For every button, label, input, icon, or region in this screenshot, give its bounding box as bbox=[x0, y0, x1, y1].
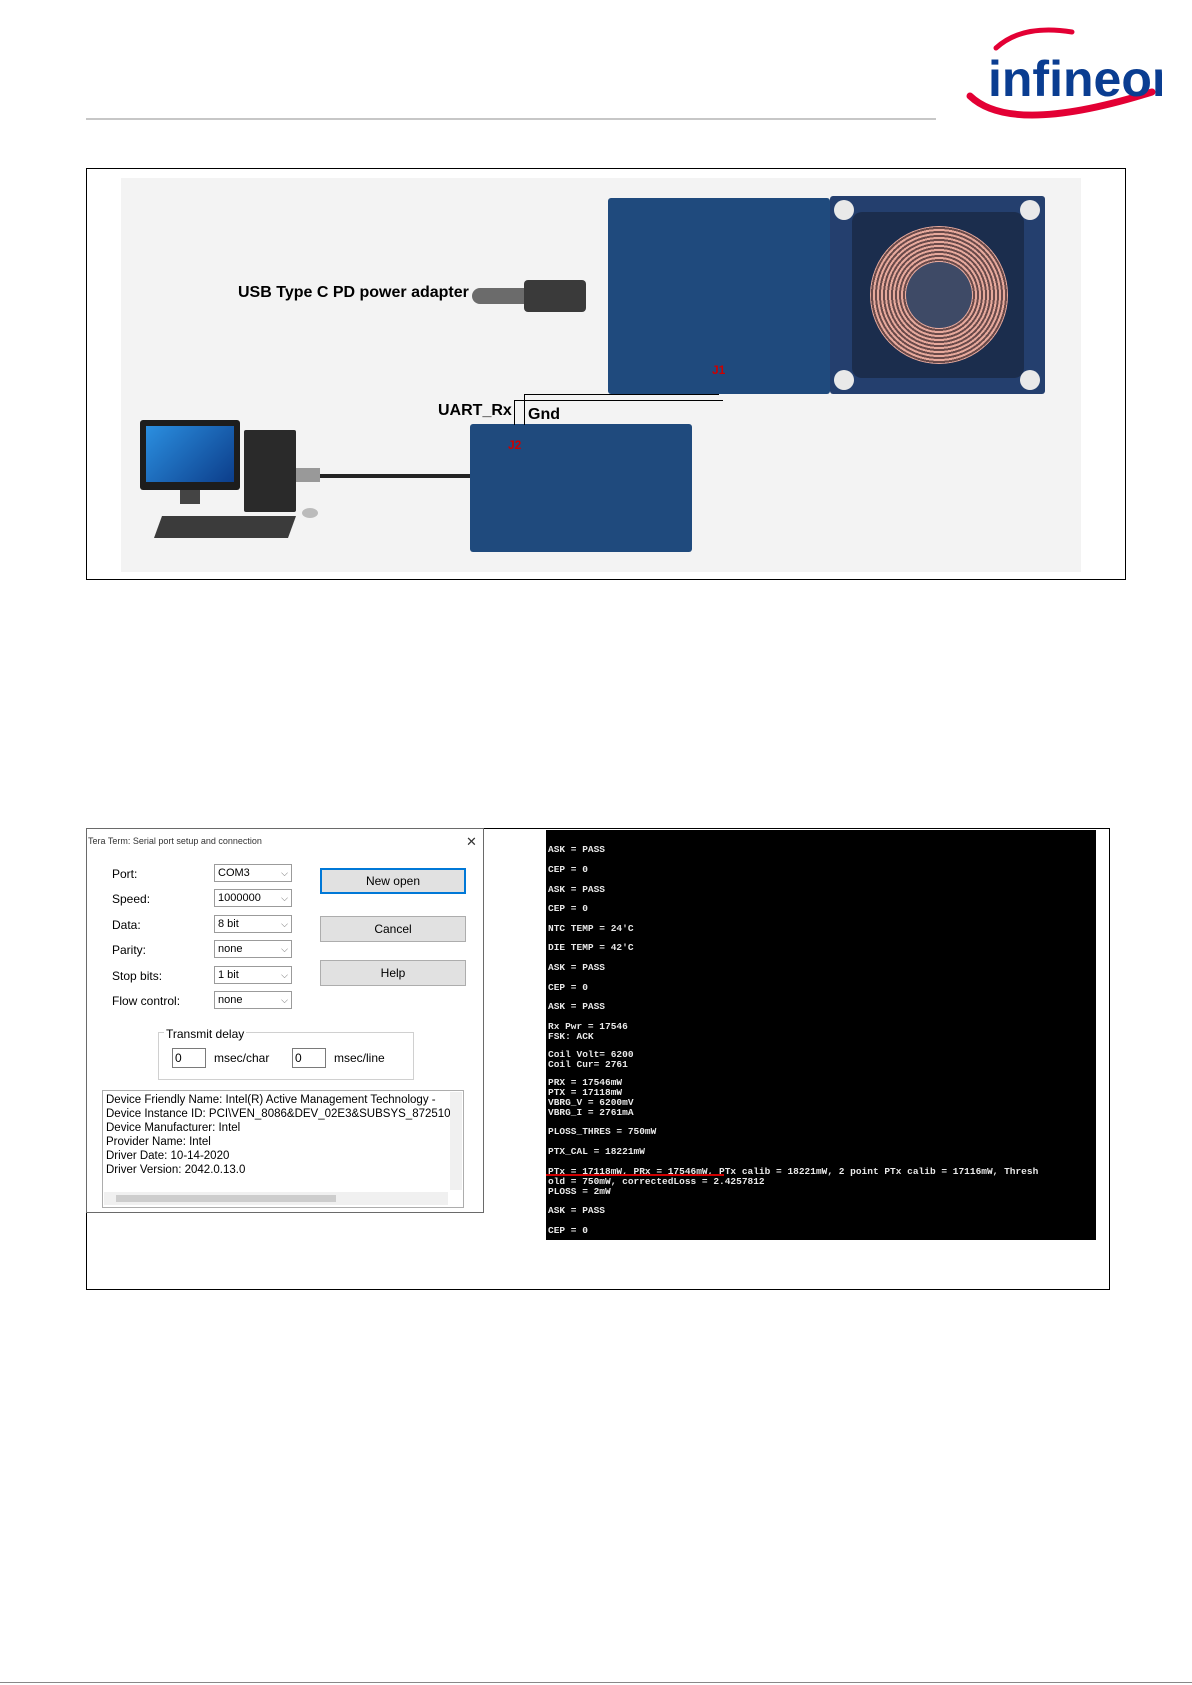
parity-label: Parity: bbox=[112, 943, 147, 957]
usb-c-plug bbox=[524, 280, 586, 312]
cancel-button[interactable]: Cancel bbox=[320, 916, 466, 942]
console-line: PTX_CAL = 18221mW bbox=[548, 1146, 645, 1157]
uart-wire bbox=[514, 400, 723, 425]
j1-label: J1 bbox=[712, 363, 726, 377]
info-line: Device Instance ID: PCI\VEN_8086&DEV_02E… bbox=[106, 1108, 457, 1120]
coil-center bbox=[906, 262, 972, 328]
chevron-down-icon: ⌵ bbox=[281, 919, 288, 929]
speed-select[interactable]: 1000000 ⌵ bbox=[214, 889, 292, 907]
chevron-down-icon: ⌵ bbox=[281, 944, 288, 954]
transmit-delay-title: Transmit delay bbox=[164, 1027, 247, 1041]
scrollbar-thumb[interactable] bbox=[116, 1195, 336, 1202]
info-line: Driver Date: 10-14-2020 bbox=[106, 1150, 230, 1162]
transmitter-board bbox=[608, 198, 830, 394]
board-corner bbox=[1020, 370, 1040, 390]
msec-line-input[interactable]: 0 bbox=[292, 1048, 326, 1068]
close-icon[interactable]: ✕ bbox=[466, 834, 477, 849]
speed-label: Speed: bbox=[112, 892, 151, 906]
info-line: Driver Version: 2042.0.13.0 bbox=[106, 1164, 246, 1176]
gnd-label: Gnd bbox=[528, 406, 560, 423]
console-line: PTX = 17118mW bbox=[548, 1087, 623, 1098]
pc-tower bbox=[244, 430, 296, 512]
dialog-title: Tera Term: Serial port setup and connect… bbox=[88, 836, 262, 846]
console-line: NTC TEMP = 24'C bbox=[548, 923, 634, 934]
info-line: Device Manufacturer: Intel bbox=[106, 1122, 241, 1134]
console-line: CEP = 0 bbox=[548, 864, 588, 875]
device-info-box[interactable]: Device Friendly Name: Intel(R) Active Ma… bbox=[102, 1090, 464, 1208]
console-line: VBRG_V = 6200mV bbox=[548, 1097, 634, 1108]
flow-control-select[interactable]: none ⌵ bbox=[214, 991, 292, 1009]
pc-screen bbox=[146, 426, 234, 482]
console-line: PLOSS = 2mW bbox=[548, 1186, 611, 1197]
chevron-down-icon: ⌵ bbox=[281, 893, 288, 903]
board-corner bbox=[834, 200, 854, 220]
console-line: Coil Volt= 6200 bbox=[548, 1049, 634, 1060]
console-line: Coil Cur= 2761 bbox=[548, 1059, 628, 1070]
j2-label: J2 bbox=[508, 438, 522, 452]
monitor-stand bbox=[180, 490, 200, 504]
info-line: Device Friendly Name: Intel(R) Active Ma… bbox=[106, 1094, 436, 1106]
terminal-console: ASK = PASS CEP = 0 ASK = PASS CEP = 0 NT… bbox=[546, 830, 1096, 1240]
console-line: PLOSS_THRES = 750mW bbox=[548, 1126, 657, 1137]
pc-usb-cable bbox=[310, 474, 470, 478]
board-corner bbox=[1020, 200, 1040, 220]
parity-select[interactable]: none ⌵ bbox=[214, 940, 292, 958]
parity-value: none bbox=[218, 943, 243, 955]
console-line: FSK: ACK bbox=[548, 1031, 594, 1042]
help-button[interactable]: Help bbox=[320, 960, 466, 986]
gnd-wire bbox=[524, 394, 719, 425]
footer-rule bbox=[0, 1682, 1192, 1683]
mouse bbox=[302, 508, 318, 518]
board-corner bbox=[834, 370, 854, 390]
port-value: COM3 bbox=[218, 867, 250, 879]
flow-control-label: Flow control: bbox=[112, 994, 181, 1008]
data-label: Data: bbox=[112, 918, 141, 932]
figure-hardware-setup bbox=[86, 168, 1126, 580]
port-select[interactable]: COM3 ⌵ bbox=[214, 864, 292, 882]
infineon-logo: infineon bbox=[966, 27, 1162, 119]
msec-char-input[interactable]: 0 bbox=[172, 1048, 206, 1068]
data-select[interactable]: 8 bit ⌵ bbox=[214, 915, 292, 933]
msec-line-label: msec/line bbox=[334, 1051, 385, 1065]
vertical-scrollbar[interactable] bbox=[450, 1092, 462, 1190]
console-line: ASK = PASS bbox=[548, 1205, 606, 1216]
chevron-down-icon: ⌵ bbox=[281, 868, 288, 878]
header-rule bbox=[86, 118, 936, 120]
console-line: DIE TEMP = 42'C bbox=[548, 942, 634, 953]
usb-a-plug bbox=[296, 468, 320, 482]
highlight-underline bbox=[546, 1174, 724, 1176]
console-line: CEP = 0 bbox=[548, 903, 588, 914]
data-value: 8 bit bbox=[218, 918, 239, 930]
new-open-button[interactable]: New open bbox=[320, 868, 466, 894]
flow-control-value: none bbox=[218, 994, 243, 1006]
stop-bits-label: Stop bits: bbox=[112, 969, 163, 983]
console-line: CEP = 0 bbox=[548, 982, 588, 993]
keyboard bbox=[153, 516, 297, 538]
usb-adapter-label: USB Type C PD power adapter bbox=[238, 284, 469, 301]
transmit-delay-group bbox=[158, 1032, 414, 1080]
console-line: old = 750mW, correctedLoss = 2.4257812 bbox=[548, 1176, 765, 1187]
stop-bits-value: 1 bit bbox=[218, 969, 239, 981]
stop-bits-select[interactable]: 1 bit ⌵ bbox=[214, 966, 292, 984]
console-line: ASK = PASS bbox=[548, 1001, 606, 1012]
port-label: Port: bbox=[112, 867, 138, 881]
console-line: CEP = 0 bbox=[548, 1225, 588, 1236]
uart-rx-label: UART_Rx bbox=[438, 402, 512, 419]
usb-dongle-board bbox=[470, 424, 692, 552]
chevron-down-icon: ⌵ bbox=[281, 995, 288, 1005]
console-line: PRX = 17546mW bbox=[548, 1077, 623, 1088]
chevron-down-icon: ⌵ bbox=[281, 970, 288, 980]
console-line: ASK = PASS bbox=[548, 844, 606, 855]
info-line: Provider Name: Intel bbox=[106, 1136, 211, 1148]
svg-text:infineon: infineon bbox=[988, 51, 1162, 107]
console-line: Rx Pwr = 17546 bbox=[548, 1021, 628, 1032]
msec-char-label: msec/char bbox=[214, 1051, 270, 1065]
console-line: ASK = PASS bbox=[548, 884, 606, 895]
console-line: VBRG_I = 2761mA bbox=[548, 1107, 634, 1118]
console-line: ASK = PASS bbox=[548, 962, 606, 973]
speed-value: 1000000 bbox=[218, 892, 261, 904]
console-line: PTx = 17118mW, PRx = 17546mW, PTx calib … bbox=[548, 1166, 1039, 1177]
